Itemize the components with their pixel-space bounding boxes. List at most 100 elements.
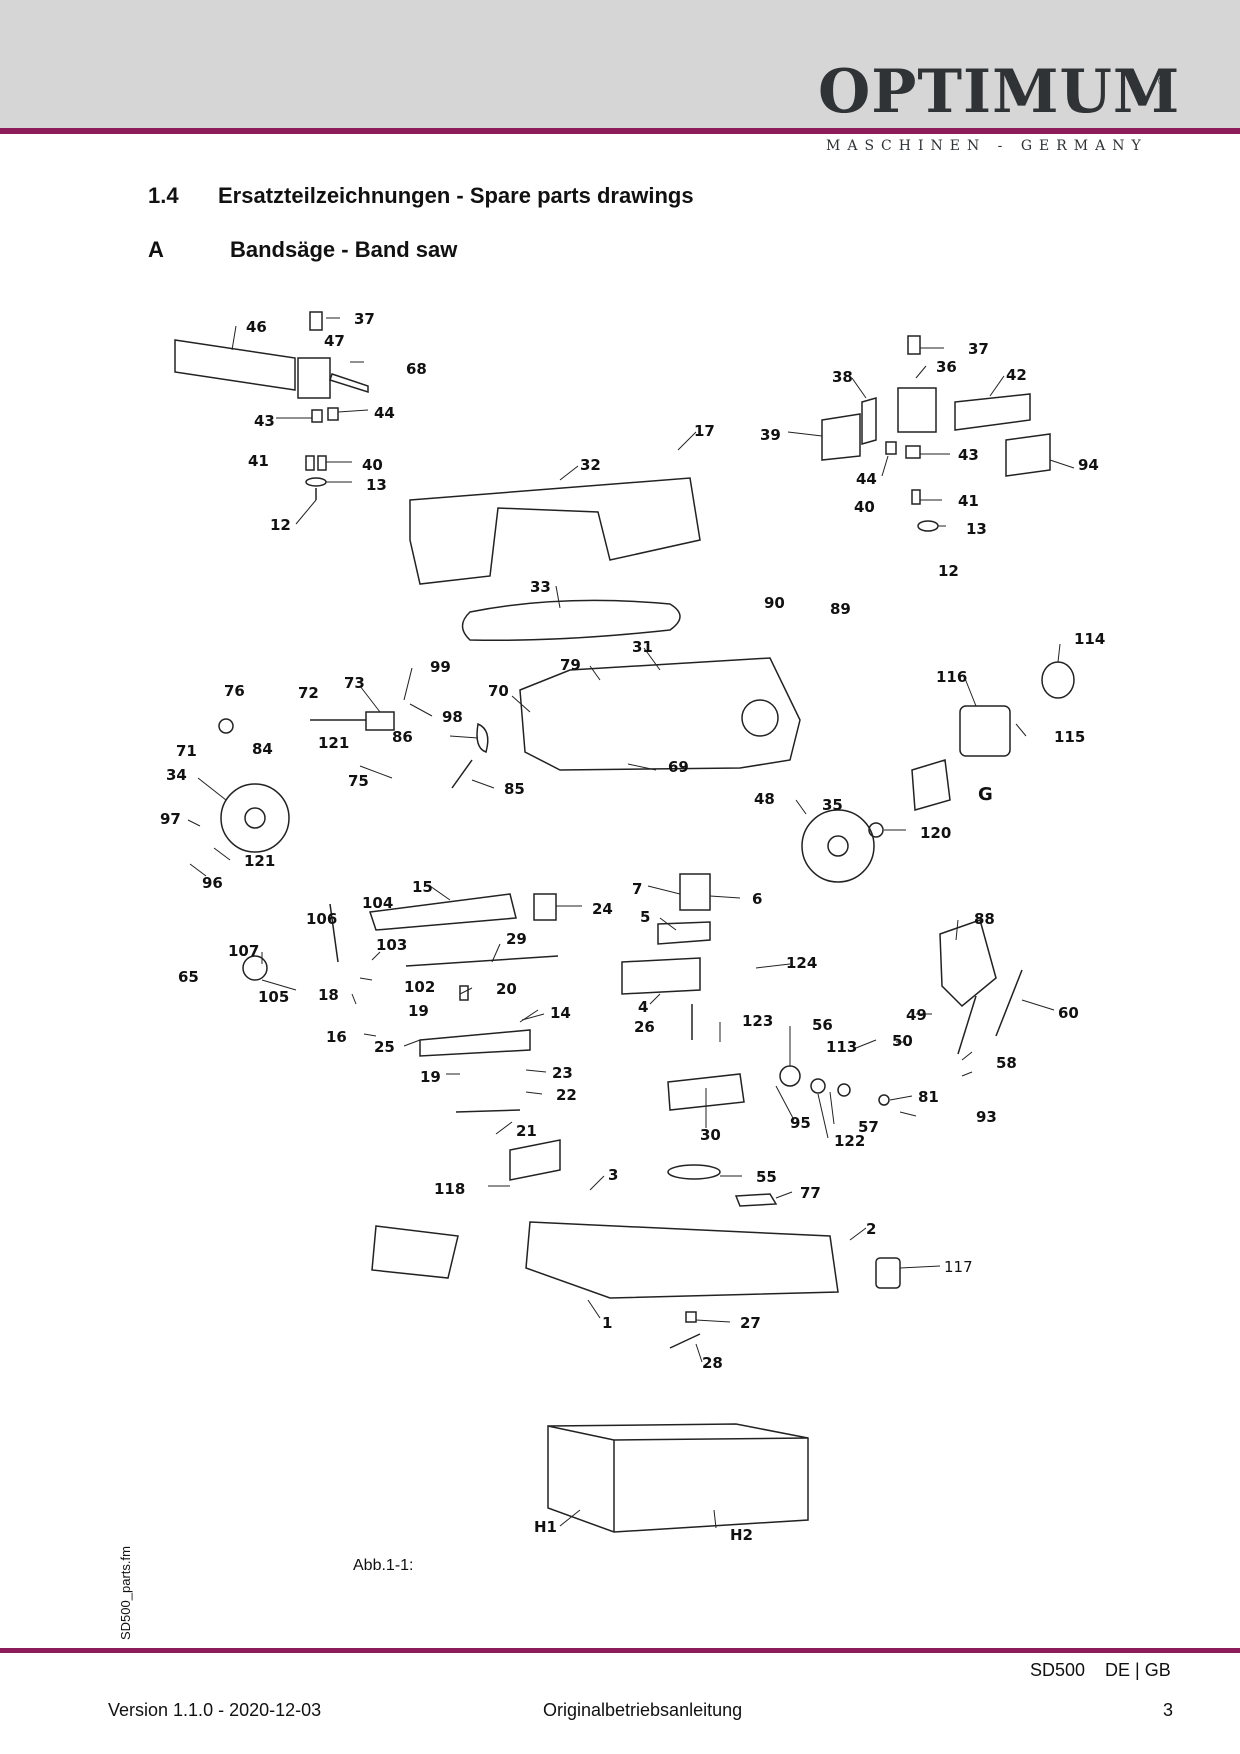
- subsection-title: Bandsäge - Band saw: [230, 237, 458, 262]
- part-34: [220, 783, 290, 853]
- part-41-left: [305, 455, 315, 471]
- callout-79: 79: [560, 656, 581, 674]
- callout-75: 75: [348, 772, 369, 790]
- callout-40-right: 40: [854, 498, 875, 516]
- callout-44-left: 44: [374, 404, 395, 422]
- footer-rule: [0, 1648, 1240, 1653]
- callout-60: 60: [1058, 1004, 1079, 1022]
- part-control-board: [371, 1225, 459, 1279]
- callout-85: 85: [504, 780, 525, 798]
- callout-68: 68: [406, 360, 427, 378]
- part-outlines: [174, 311, 1075, 1533]
- callout-98: 98: [442, 708, 463, 726]
- part-88: [939, 919, 997, 1008]
- callout-22: 22: [556, 1086, 577, 1104]
- part-33: [461, 599, 681, 642]
- callout-34: 34: [166, 766, 187, 784]
- part-43-right: [905, 445, 921, 459]
- callout-H2: H2: [730, 1526, 753, 1544]
- callout-89: 89: [830, 600, 851, 618]
- callout-19-upper: 19: [408, 1002, 429, 1020]
- callout-114: 114: [1074, 630, 1105, 648]
- callout-58: 58: [996, 1054, 1017, 1072]
- callout-41-left: 41: [248, 452, 269, 470]
- part-13-right: [917, 520, 939, 532]
- callout-21: 21: [516, 1122, 537, 1140]
- callout-86: 86: [392, 728, 413, 746]
- section-number: 1.4: [148, 183, 179, 208]
- callout-1: 1: [602, 1314, 612, 1332]
- part-44-left: [327, 407, 339, 421]
- callout-102: 102: [404, 978, 435, 996]
- figure-caption: Abb.1-1:: [353, 1557, 414, 1574]
- callout-122: 122: [834, 1132, 865, 1150]
- part-56: [779, 1065, 801, 1087]
- part-39: [821, 413, 861, 461]
- part-7: [679, 873, 711, 911]
- callout-16: 16: [326, 1028, 347, 1046]
- callout-2: 2: [866, 1220, 876, 1238]
- part-44-right: [885, 441, 897, 455]
- callout-19-lower: 19: [420, 1068, 441, 1086]
- frame-wheel-hub: [741, 699, 779, 737]
- part-35-hub: [827, 835, 849, 857]
- part-106: [329, 903, 339, 963]
- part-73: [365, 711, 395, 731]
- part-37-left: [309, 311, 323, 331]
- callout-13-right: 13: [966, 520, 987, 538]
- leader-lines: [187, 317, 1075, 1529]
- callout-77: 77: [800, 1184, 821, 1202]
- callout-73: 73: [344, 674, 365, 692]
- callout-27: 27: [740, 1314, 761, 1332]
- part-43-left: [311, 409, 323, 423]
- part-81: [878, 1094, 890, 1106]
- callout-32: 32: [580, 456, 601, 474]
- callout-56: 56: [812, 1016, 833, 1034]
- callout-47: 47: [324, 332, 345, 350]
- callout-94: 94: [1078, 456, 1099, 474]
- part-57: [837, 1083, 851, 1097]
- callout-55: 55: [756, 1168, 777, 1186]
- callout-97: 97: [160, 810, 181, 828]
- part-37-right: [907, 335, 921, 355]
- part-55: [667, 1164, 721, 1180]
- callout-38: 38: [832, 368, 853, 386]
- page-number: 3: [1163, 1700, 1174, 1720]
- part-1: [525, 1221, 839, 1299]
- callout-12-right: 12: [938, 562, 959, 580]
- callout-4: 4: [638, 998, 648, 1016]
- callout-50: 50: [892, 1032, 913, 1050]
- part-68: [329, 373, 369, 394]
- part-71: [218, 718, 234, 734]
- callout-113: 113: [826, 1038, 857, 1056]
- stand-edge-top: [613, 1437, 809, 1441]
- section-title: Ersatzteilzeichnungen - Spare parts draw…: [218, 183, 694, 208]
- callout-118: 118: [434, 1180, 465, 1198]
- footer-doc-type: Originalbetriebsanleitung: [543, 1700, 743, 1720]
- callout-70: 70: [488, 682, 509, 700]
- callout-69: 69: [668, 758, 689, 776]
- part-34-hub: [244, 807, 266, 829]
- part-94: [1005, 433, 1051, 477]
- part-20: [459, 985, 469, 1001]
- callout-15: 15: [412, 878, 433, 896]
- callout-88: 88: [974, 910, 995, 928]
- part-35: [801, 809, 875, 883]
- callout-36: 36: [936, 358, 957, 376]
- callout-labels: 46 37 47 68 43 44 41 40 13 12 37 36 42 3…: [160, 310, 1105, 1544]
- header-rule: [0, 128, 1240, 134]
- callout-46: 46: [246, 318, 267, 336]
- callout-48: 48: [754, 790, 775, 808]
- part-29: [405, 955, 559, 967]
- callout-6: 6: [752, 890, 762, 908]
- callout-116: 116: [936, 668, 967, 686]
- part-41-right: [911, 489, 921, 505]
- part-49: [957, 995, 977, 1055]
- part-31: [519, 657, 801, 771]
- callout-99: 99: [430, 658, 451, 676]
- part-47: [297, 357, 331, 399]
- callout-76: 76: [224, 682, 245, 700]
- part-5: [657, 921, 711, 945]
- part-60: [995, 969, 1023, 1037]
